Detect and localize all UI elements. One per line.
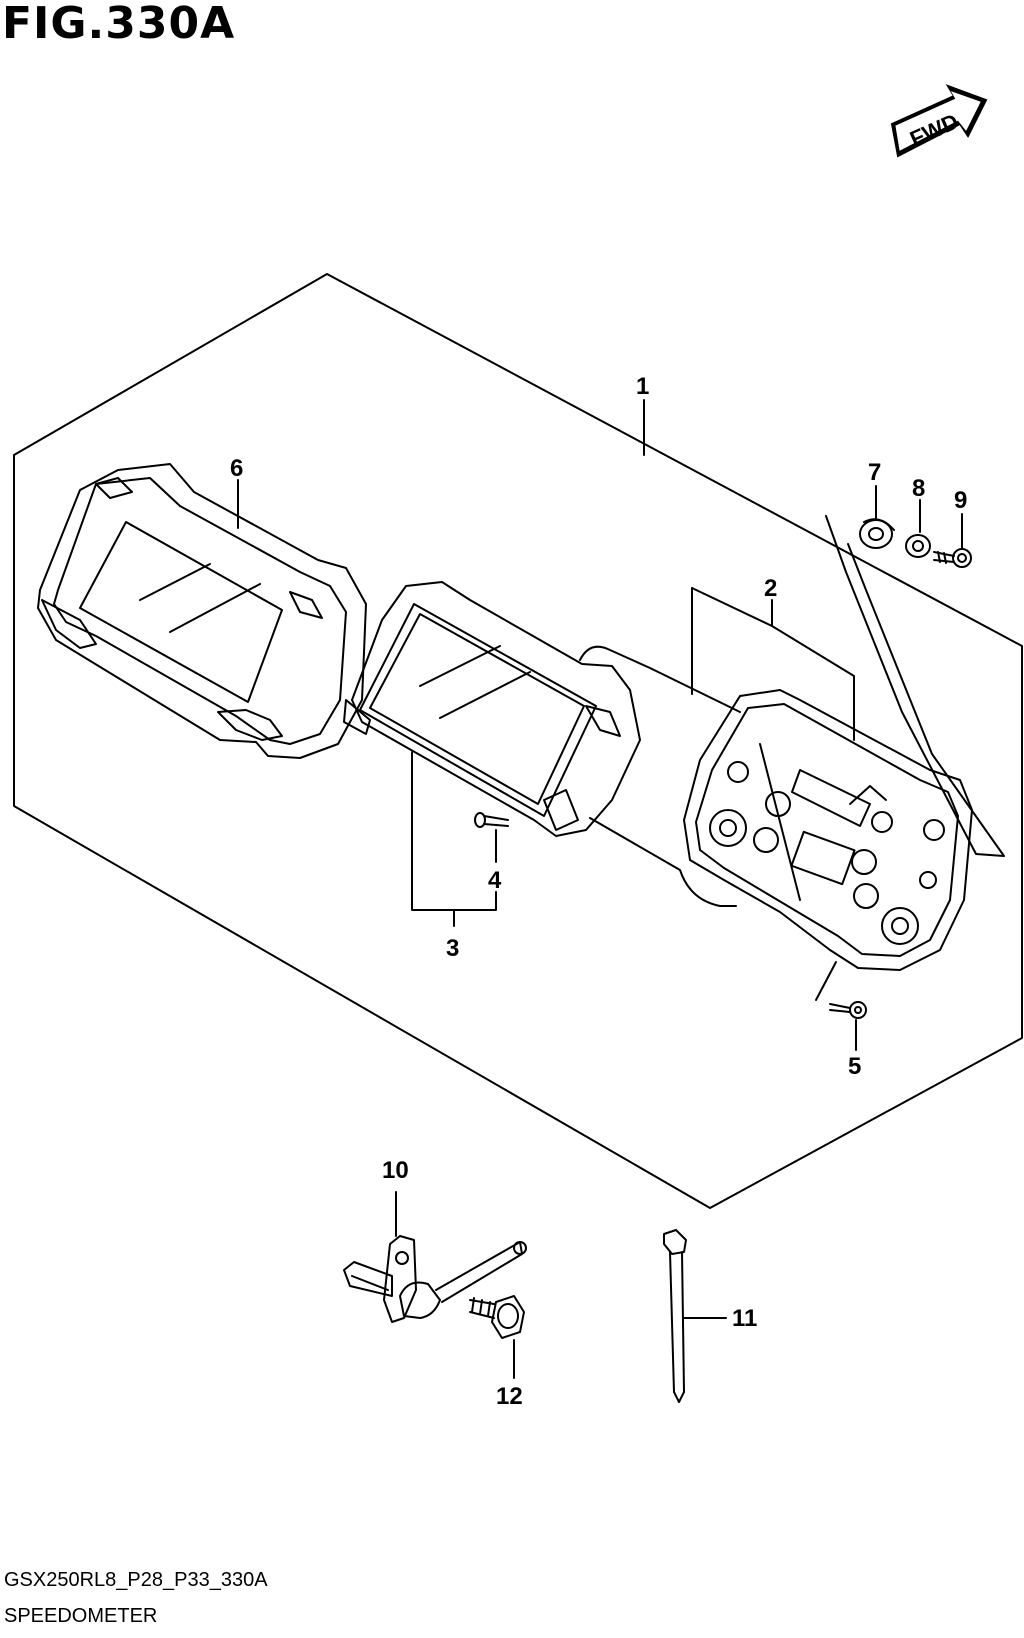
callout-3: 3 bbox=[446, 935, 459, 962]
screw-5-part bbox=[829, 1001, 867, 1019]
callout-11: 11 bbox=[732, 1305, 757, 1332]
grommet-7-part bbox=[859, 518, 895, 549]
callout-6: 6 bbox=[230, 455, 243, 482]
callout-1: 1 bbox=[636, 373, 649, 400]
sub-box-789 bbox=[825, 515, 1005, 857]
screw-4-part bbox=[474, 812, 509, 828]
section-name: SPEEDOMETER bbox=[4, 1605, 158, 1627]
leader-3 bbox=[411, 751, 497, 911]
bolt-12-part bbox=[469, 1295, 525, 1339]
callout-2: 2 bbox=[764, 575, 777, 602]
callout-8: 8 bbox=[912, 475, 925, 502]
callout-5: 5 bbox=[848, 1053, 861, 1080]
screw-9-part bbox=[933, 548, 972, 568]
front-cover-part bbox=[37, 463, 367, 759]
washer-8-part bbox=[905, 534, 931, 558]
callout-9: 9 bbox=[954, 487, 967, 514]
model-code: GSX250RL8_P28_P33_330A bbox=[4, 1569, 268, 1591]
rear-case-part bbox=[683, 689, 973, 971]
cable-tie-11-part bbox=[663, 1229, 687, 1403]
ribbon-cable bbox=[579, 645, 741, 907]
figure-title: FIG.330A bbox=[2, 0, 236, 49]
callout-10: 10 bbox=[382, 1157, 409, 1184]
fwd-arrow-icon: FWD bbox=[890, 84, 988, 158]
assembly-boundary bbox=[13, 273, 1023, 1209]
callout-7: 7 bbox=[868, 459, 881, 486]
callout-4: 4 bbox=[488, 867, 502, 894]
lcd-module-part bbox=[343, 581, 641, 837]
speed-sensor-10-part bbox=[343, 1235, 527, 1323]
callout-12: 12 bbox=[496, 1383, 523, 1410]
